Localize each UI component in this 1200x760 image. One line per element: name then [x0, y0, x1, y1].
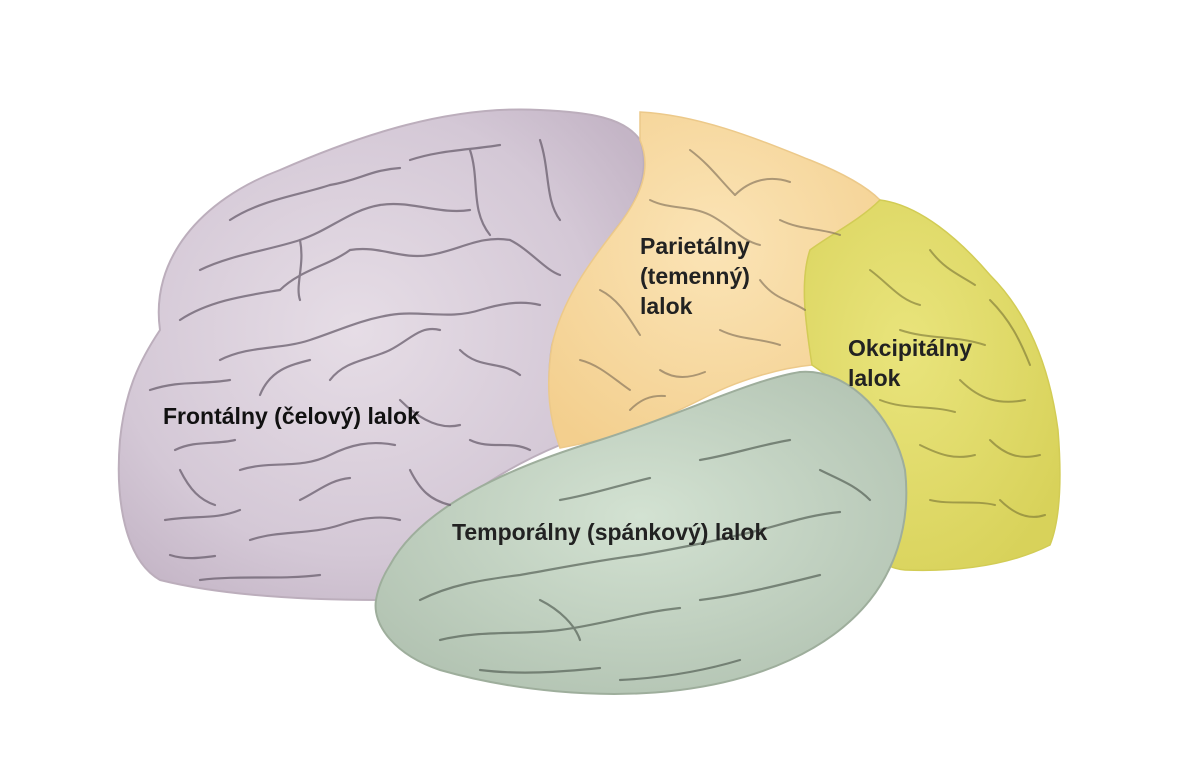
occipital-lobe-label-line: Okcipitálny [848, 335, 972, 361]
frontal-lobe-label-text: Frontálny (čelový) lalok [163, 403, 420, 429]
parietal-lobe-label-line: lalok [640, 292, 693, 319]
frontal-sulci [148, 138, 562, 582]
parietal-lobe-label: Parietálny (temenný) lalok [640, 232, 750, 322]
parietal-lobe-label-line: Parietálny [640, 233, 750, 259]
temporal-lobe-label-text: Temporálny (spánkový) lalok [452, 519, 768, 545]
parietal-lobe [548, 111, 882, 449]
temporal-sulci [418, 438, 872, 682]
parietal-sulci [579, 149, 841, 411]
occipital-lobe-label: Okcipitálny lalok [848, 334, 972, 394]
parietal-lobe-label-line: (temenný) [640, 262, 750, 289]
occipital-sulci [869, 249, 1046, 518]
temporal-lobe-label: Temporálny (spánkový) lalok [452, 518, 767, 548]
occipital-lobe [803, 199, 1061, 572]
frontal-lobe-label: Frontálny (čelový) lalok [163, 402, 420, 432]
occipital-lobe-label-line: lalok [848, 364, 901, 391]
temporal-lobe [374, 370, 908, 695]
